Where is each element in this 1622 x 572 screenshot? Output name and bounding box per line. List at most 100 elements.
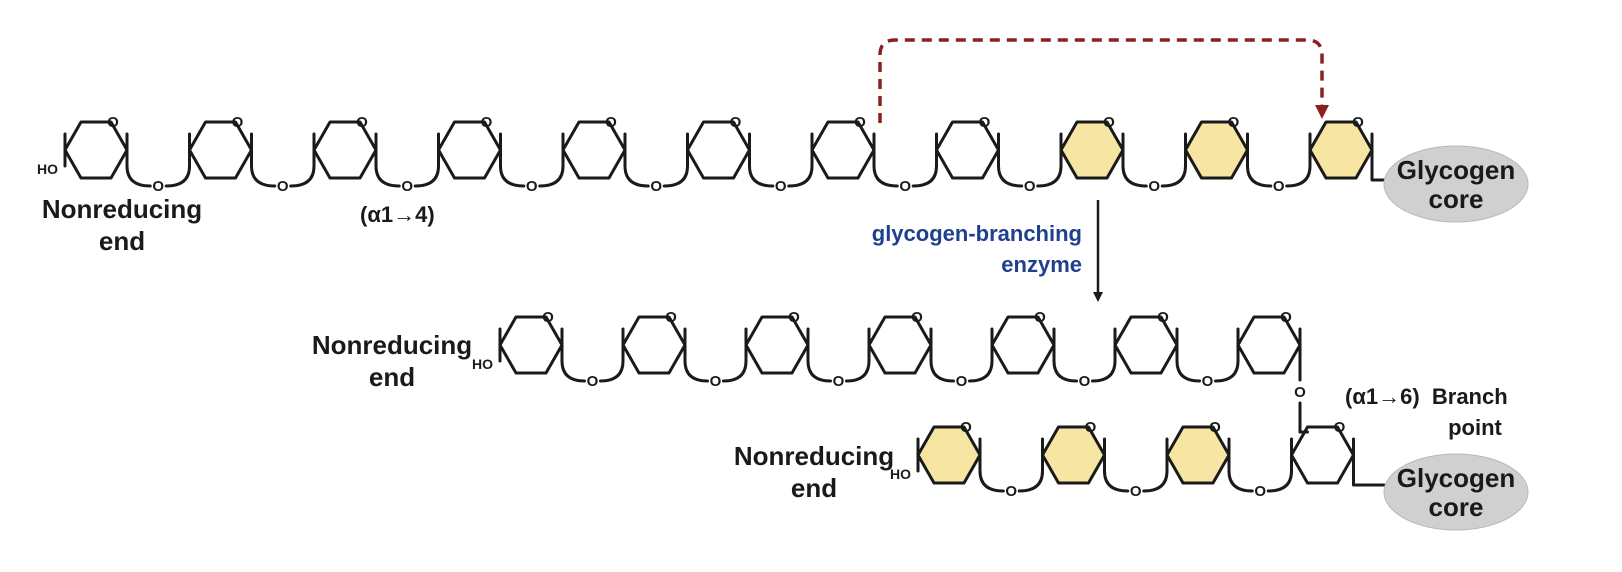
glycosidic-bond [499, 164, 526, 188]
glycosidic-oxygen-label: O [899, 178, 911, 195]
ring-oxygen-label: O [1157, 309, 1169, 326]
bottom-core-label-line1: Glycogen [1397, 463, 1515, 493]
glycosidic-oxygen-label: O [401, 178, 413, 195]
ring-oxygen-label: O [1085, 419, 1097, 436]
glycosidic-bond [1142, 469, 1169, 493]
glycosidic-bond [683, 359, 709, 383]
bottom-glycogen-core [1383, 453, 1529, 531]
top-residue-7: O [810, 114, 876, 180]
enzyme-label-line2: enzyme [1001, 252, 1082, 277]
glycosidic-bond [1246, 164, 1273, 188]
glycosidic-bond [1121, 164, 1148, 188]
ring-oxygen-label: O [232, 114, 244, 131]
glycosidic-bond [1091, 359, 1117, 383]
ring-oxygen-label: O [1280, 309, 1292, 326]
ring-oxygen-label: O [788, 309, 800, 326]
middle-nonreducing-label-line1: Nonreducing [312, 330, 472, 360]
top-residue-8: O [935, 114, 1000, 180]
middle-residue-5: O [990, 309, 1056, 375]
middle-residue-2: O [621, 309, 687, 375]
ring-oxygen-label: O [107, 114, 119, 131]
top-glycogen-core [1383, 145, 1529, 223]
glycosidic-bond [929, 359, 955, 383]
glycosidic-bond [1160, 164, 1187, 188]
glycosidic-oxygen-label: O [1005, 483, 1017, 500]
ring-oxygen-label: O [1103, 114, 1115, 131]
glycosidic-oxygen-label: O [1254, 483, 1266, 500]
top-core-label-line2: core [1429, 184, 1484, 214]
top-nonreducing-label-line2: end [99, 226, 145, 256]
glycosidic-bond [911, 164, 938, 188]
glycosidic-oxygen-label: O [526, 178, 538, 195]
ring-oxygen-label: O [854, 114, 866, 131]
bottom-nonreducing-label-line1: Nonreducing [734, 441, 894, 471]
bottom-nonreducing-label-line2: end [791, 473, 837, 503]
glycosidic-oxygen-label: O [650, 178, 662, 195]
ring-oxygen-label: O [481, 114, 493, 131]
ring-oxygen-label: O [1334, 419, 1346, 436]
glycosidic-oxygen-label: O [1148, 178, 1160, 195]
glycosidic-bond [538, 164, 565, 188]
glycosidic-oxygen-label: O [1079, 373, 1091, 390]
top-residue-2: O [188, 114, 253, 180]
branch-oxygen-label: O [1294, 384, 1306, 401]
glycosidic-bond [997, 164, 1024, 188]
ring-oxygen-label: O [1209, 419, 1221, 436]
glycosidic-bond [748, 164, 775, 188]
top-residue-10: O [1184, 114, 1249, 180]
bottom-residue-4: O [1290, 419, 1355, 485]
ring-oxygen-label: O [542, 309, 554, 326]
hydroxyl-label: HO [890, 466, 911, 482]
core-link [1352, 469, 1386, 487]
branch-point-label-line2: point [1448, 415, 1502, 440]
top-residue-4: O [437, 114, 502, 180]
glycosidic-bond [1175, 359, 1201, 383]
glycosidic-bond [662, 164, 689, 188]
top-core-label-line1: Glycogen [1397, 155, 1515, 185]
middle-nonreducing-label-line2: end [369, 362, 415, 392]
glycosidic-oxygen-label: O [587, 373, 599, 390]
hydroxyl-label: HO [472, 356, 493, 372]
glycosidic-bond [1285, 164, 1312, 188]
branch-point-label-line1: (α1→6) Branch [1345, 384, 1508, 409]
glycosidic-oxygen-label: O [152, 178, 164, 195]
glycosidic-bond [413, 164, 440, 188]
middle-residue-3: O [744, 309, 810, 375]
glycosidic-bond [1227, 469, 1254, 493]
top-residue-9: O [1059, 114, 1125, 180]
top-residue-5: O [561, 114, 627, 180]
glycosidic-bond [374, 164, 401, 188]
ring-oxygen-label: O [605, 114, 617, 131]
glycosidic-oxygen-label: O [775, 178, 787, 195]
ring-oxygen-label: O [665, 309, 677, 326]
middle-residue-6: O [1113, 309, 1179, 375]
glycosidic-bond [1103, 469, 1130, 493]
glycosidic-bond [599, 359, 625, 383]
glycosidic-oxygen-label: O [710, 373, 722, 390]
glycosidic-bond [978, 469, 1005, 493]
glycosidic-oxygen-label: O [1273, 178, 1285, 195]
middle-residue-7: O [1236, 309, 1302, 375]
enzyme-label-line1: glycogen-branching [872, 221, 1082, 246]
top-nonreducing-label-line1: Nonreducing [42, 194, 202, 224]
bottom-core-label-line2: core [1429, 492, 1484, 522]
glycosidic-oxygen-label: O [1202, 373, 1214, 390]
core-link [1370, 164, 1386, 182]
glycosidic-bond [250, 164, 277, 188]
glycosidic-bond [1052, 359, 1078, 383]
glycosidic-bond [968, 359, 994, 383]
glycosidic-bond [787, 164, 814, 188]
ring-oxygen-label: O [960, 419, 972, 436]
middle-residue-4: O [867, 309, 933, 375]
bottom-residue-3: O [1165, 419, 1231, 485]
ring-oxygen-label: O [911, 309, 923, 326]
ring-oxygen-label: O [730, 114, 742, 131]
glycosidic-bond [1017, 469, 1044, 493]
ring-oxygen-label: O [979, 114, 991, 131]
glycosidic-bond [623, 164, 650, 188]
alpha-1-4-linkage-label: (α1→4) [360, 202, 435, 227]
glycosidic-oxygen-label: O [277, 178, 289, 195]
